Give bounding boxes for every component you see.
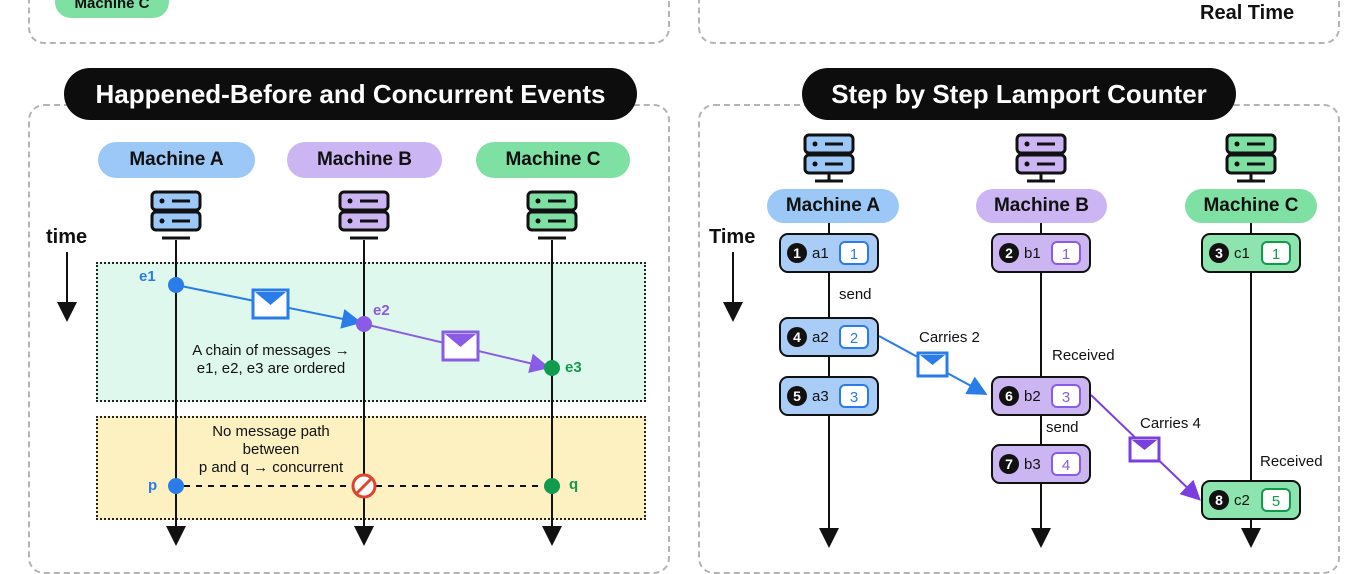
event-b3: 7 b3 4 [991, 444, 1091, 484]
chain-caption: A chain of messages → e1, e2, e3 are ord… [176, 342, 366, 378]
event-name: a2 [812, 328, 829, 346]
step-number: 5 [787, 386, 807, 406]
concurrent-caption-line: p and q → concurrent [198, 459, 344, 476]
envelope-icon [1128, 436, 1161, 463]
machine-b-pill: Machine B [287, 142, 442, 178]
server-icon [150, 190, 202, 240]
received-annotation-c: Received [1260, 453, 1323, 470]
step-number: 3 [1209, 243, 1229, 263]
time-label: Time [709, 226, 756, 248]
concurrent-caption: No message path between p and q → concur… [176, 423, 366, 477]
right-diagram-svg [723, 133, 1277, 548]
step-number: 8 [1209, 490, 1229, 510]
machine-b-pill: Machine B [976, 189, 1107, 223]
event-name: b3 [1024, 455, 1041, 473]
envelope-icon [441, 330, 480, 362]
lamport-counter: 3 [839, 384, 869, 408]
server-icon [1015, 133, 1067, 183]
server-icon [803, 133, 855, 183]
step-number: 7 [999, 454, 1019, 474]
machine-c-pill: Machine C [476, 142, 630, 178]
machine-a-pill: Machine A [767, 189, 899, 223]
event-e3-dot [544, 360, 560, 376]
machine-a-pill: Machine A [98, 142, 255, 178]
lamport-counter: 3 [1051, 384, 1081, 408]
event-b2: 6 b2 3 [991, 376, 1091, 416]
event-e2-dot [356, 316, 372, 332]
event-name: c1 [1234, 244, 1250, 262]
concurrent-caption-line: between [242, 441, 300, 458]
event-name: a1 [812, 244, 829, 262]
event-a2: 4 a2 2 [779, 317, 879, 357]
envelope-icon [916, 351, 949, 378]
machine-c-pill-top: Machine C [55, 0, 169, 18]
lamport-counter: 1 [839, 241, 869, 265]
left-panel-title: Happened-Before and Concurrent Events [64, 68, 637, 120]
real-time-label: Real Time [1200, 2, 1295, 24]
top-right-panel-fragment [698, 0, 1340, 44]
lamport-counter: 1 [1261, 241, 1291, 265]
step-number: 1 [787, 243, 807, 263]
event-a3: 5 a3 3 [779, 376, 879, 416]
send-annotation-a: send [839, 286, 872, 303]
step-number: 4 [787, 327, 807, 347]
received-annotation-b: Received [1052, 347, 1115, 364]
lamport-counter: 2 [839, 325, 869, 349]
concurrent-caption-line: No message path [212, 423, 330, 440]
event-e1-dot [168, 277, 184, 293]
event-e1-label: e1 [139, 268, 156, 285]
event-name: c2 [1234, 491, 1250, 509]
server-icon [526, 190, 578, 240]
time-label: time [46, 226, 88, 248]
server-icon [1225, 133, 1277, 183]
ordered-zone [96, 262, 646, 402]
lamport-counter: 5 [1261, 488, 1291, 512]
step-number: 6 [999, 386, 1019, 406]
lamport-counter: 4 [1051, 452, 1081, 476]
step-number: 2 [999, 243, 1019, 263]
prohibited-icon [351, 473, 377, 499]
event-q-dot [544, 478, 560, 494]
event-b1: 2 b1 1 [991, 233, 1091, 273]
chain-caption-line: A chain of messages → [192, 342, 350, 359]
server-icon [338, 190, 390, 240]
right-panel-title: Step by Step Lamport Counter [802, 68, 1236, 120]
event-c1: 3 c1 1 [1201, 233, 1301, 273]
send-annotation-b: send [1046, 419, 1079, 436]
event-c2: 8 c2 5 [1201, 480, 1301, 520]
event-e3-label: e3 [565, 359, 582, 376]
chain-caption-line: e1, e2, e3 are ordered [196, 360, 346, 377]
event-q-label: q [569, 476, 579, 493]
envelope-icon [251, 288, 290, 320]
event-e2-label: e2 [373, 302, 390, 319]
event-a1: 1 a1 1 [779, 233, 879, 273]
lamport-counter: 1 [1051, 241, 1081, 265]
machine-c-pill: Machine C [1185, 189, 1317, 223]
event-p-label: p [148, 477, 158, 494]
carries-4-annotation: Carries 4 [1140, 415, 1201, 432]
top-left-panel-fragment [28, 0, 670, 44]
event-p-dot [168, 478, 184, 494]
left-diagram-svg [57, 190, 578, 546]
event-name: b2 [1024, 387, 1041, 405]
event-name: a3 [812, 387, 829, 405]
concurrent-zone [96, 416, 646, 520]
carries-2-annotation: Carries 2 [919, 329, 980, 346]
event-name: b1 [1024, 244, 1041, 262]
